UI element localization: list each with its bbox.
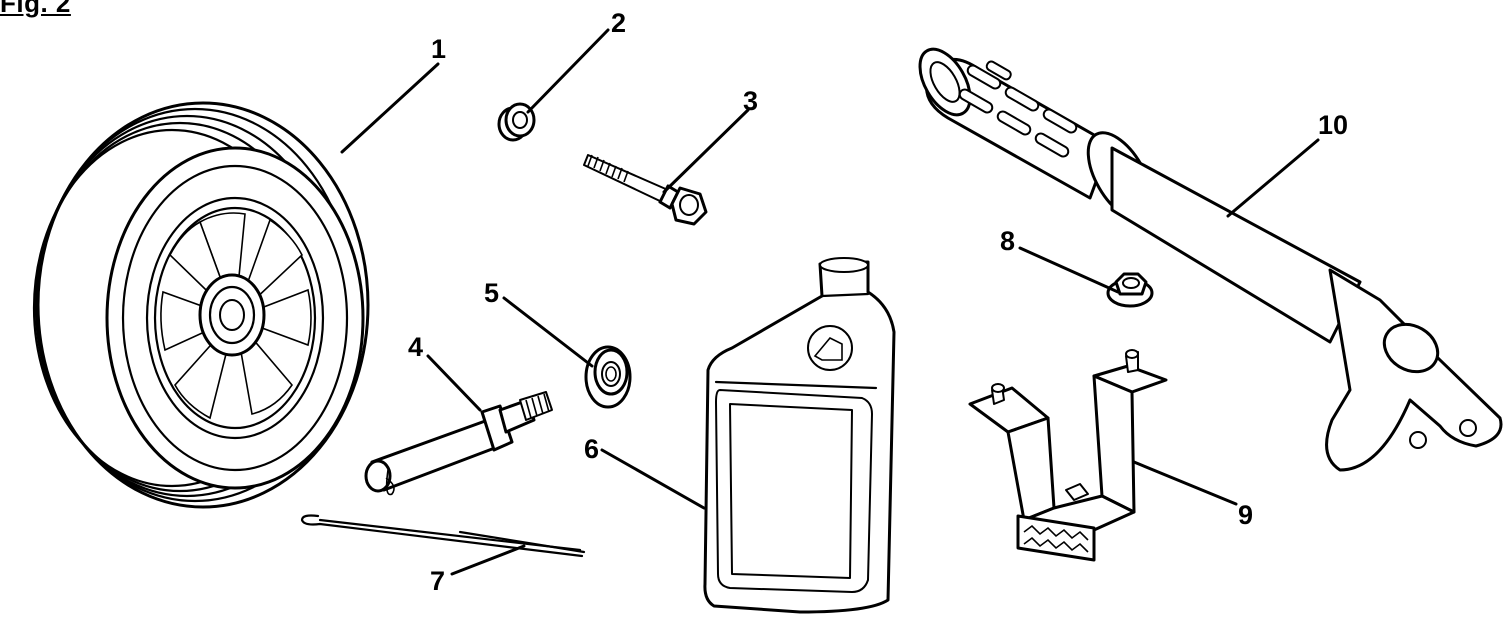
- callout-8: 8: [1000, 226, 1015, 256]
- leader-3: [662, 108, 750, 194]
- figure-title: Fig. 2: [0, 0, 71, 18]
- leader-8: [1018, 246, 1120, 294]
- axle-icon: [364, 391, 553, 496]
- support-leg-icon: [968, 349, 1168, 562]
- oil-bottle-icon: [703, 257, 896, 614]
- leader-9: [1132, 460, 1238, 506]
- callout-4: 4: [408, 332, 423, 362]
- leader-7: [450, 544, 526, 576]
- callout-7: 7: [430, 566, 445, 596]
- callout-2: 2: [611, 8, 626, 38]
- leader-6: [600, 448, 706, 510]
- flange-nut-icon: [584, 345, 632, 409]
- leader-5: [502, 296, 594, 368]
- leader-lines: [340, 28, 1320, 576]
- callout-3: 3: [743, 86, 758, 116]
- callout-9: 9: [1238, 500, 1253, 530]
- callout-10: 10: [1318, 110, 1348, 140]
- leader-1: [340, 62, 440, 154]
- wheel-icon: [32, 101, 370, 509]
- callout-1: 1: [431, 34, 446, 64]
- leader-4: [426, 354, 482, 412]
- callout-5: 5: [484, 278, 499, 308]
- bolt-icon: [583, 154, 708, 226]
- handle-icon: [918, 47, 1503, 472]
- leader-10: [1226, 138, 1320, 218]
- callout-6: 6: [584, 434, 599, 464]
- callout-numbers: 1 2 3 4 5 6 7 8 9 10: [408, 8, 1348, 596]
- cotter-pin-icon: [300, 514, 586, 558]
- lock-nut-icon: [1106, 272, 1154, 308]
- leader-2: [526, 28, 610, 114]
